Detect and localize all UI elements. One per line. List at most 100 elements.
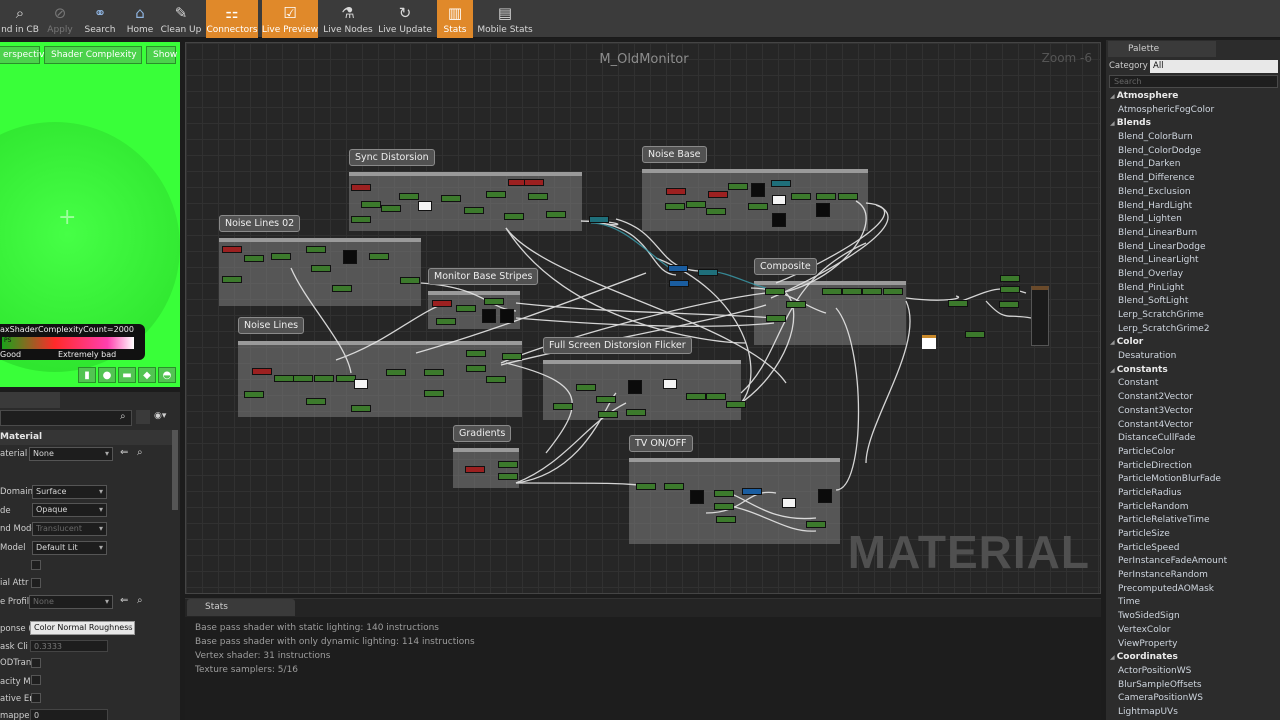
comment-tv-on-off[interactable]	[629, 458, 840, 544]
palette-item[interactable]: AtmosphericFogColor	[1118, 104, 1215, 115]
label-noise-base[interactable]: Noise Base	[642, 146, 707, 163]
graph-node[interactable]	[293, 375, 313, 382]
live-preview-button[interactable]: ☑Live Preview	[262, 0, 318, 38]
graph-node[interactable]	[596, 396, 616, 403]
palette-item[interactable]: ParticleMotionBlurFade	[1118, 474, 1221, 485]
graph-node[interactable]	[271, 253, 291, 260]
stats-tab[interactable]: Stats	[187, 599, 295, 616]
palette-item[interactable]: PerInstanceFadeAmount	[1118, 556, 1228, 567]
palette-item[interactable]: ParticleRadius	[1118, 487, 1182, 498]
view-options-icon[interactable]	[136, 410, 150, 424]
graph-node[interactable]	[369, 253, 389, 260]
graph-node[interactable]	[714, 490, 734, 497]
palette-category[interactable]: Coordinates	[1106, 651, 1280, 665]
palette-item[interactable]: ParticleDirection	[1118, 460, 1192, 471]
graph-node[interactable]	[498, 473, 518, 480]
graph-node[interactable]	[466, 365, 486, 372]
graph-node[interactable]	[351, 184, 371, 191]
palette-item[interactable]: Blend_SoftLight	[1118, 296, 1189, 307]
graph-node[interactable]	[222, 246, 242, 253]
material-result-node[interactable]	[1031, 286, 1049, 346]
graph-node[interactable]	[441, 195, 461, 202]
graph-node[interactable]	[883, 288, 903, 295]
two-sided-checkbox[interactable]	[31, 560, 41, 570]
palette-category[interactable]: Color	[1106, 336, 1280, 350]
tangent-space-checkbox[interactable]	[31, 578, 41, 588]
palette-item[interactable]: VertexColor	[1118, 624, 1171, 635]
palette-item[interactable]: ParticleColor	[1118, 446, 1175, 457]
details-scrollbar[interactable]	[172, 430, 178, 510]
graph-node[interactable]	[686, 393, 706, 400]
palette-category[interactable]: Blends	[1106, 117, 1280, 131]
graph-node[interactable]	[306, 398, 326, 405]
graph-node[interactable]	[500, 309, 514, 323]
palette-item[interactable]: CameraPositionWS	[1118, 693, 1203, 704]
graph-node[interactable]	[626, 409, 646, 416]
label-full-screen-distorsion-flicker[interactable]: Full Screen Distorsion Flicker	[543, 337, 692, 354]
graph-node[interactable]	[1000, 286, 1020, 293]
graph-node[interactable]	[498, 461, 518, 468]
palette-item[interactable]: LightmapUVs	[1118, 706, 1178, 717]
connectors-button[interactable]: ⚏Connectors	[206, 0, 258, 38]
relative-checkbox[interactable]	[31, 693, 41, 703]
show-button[interactable]: Show	[146, 46, 177, 64]
graph-node[interactable]	[748, 203, 768, 210]
palette-item[interactable]: Blend_Darken	[1118, 159, 1181, 170]
graph-node[interactable]	[791, 193, 811, 200]
graph-node[interactable]	[806, 521, 826, 528]
live-nodes-button[interactable]: ⚗Live Nodes	[322, 0, 374, 38]
graph-node[interactable]	[381, 205, 401, 212]
graph-node[interactable]	[771, 180, 791, 187]
graph-node[interactable]	[669, 280, 689, 287]
mapped-field[interactable]: 0	[30, 709, 108, 720]
graph-node[interactable]	[751, 183, 765, 197]
constant-node[interactable]	[922, 335, 936, 349]
parent-material-combo[interactable]: None	[29, 447, 113, 461]
graph-node[interactable]	[742, 488, 762, 495]
comment-gradients[interactable]	[453, 448, 519, 488]
palette-item[interactable]: Blend_Lighten	[1118, 214, 1182, 225]
palette-item[interactable]: Constant3Vector	[1118, 405, 1193, 416]
label-sync-distorsion[interactable]: Sync Distorsion	[349, 149, 435, 166]
graph-node[interactable]	[816, 203, 830, 217]
palette-item[interactable]: Blend_LinearBurn	[1118, 227, 1198, 238]
graph-node[interactable]	[244, 255, 264, 262]
palette-item[interactable]: ParticleRandom	[1118, 501, 1189, 512]
palette-item[interactable]: ActorPositionWS	[1118, 665, 1192, 676]
graph-node[interactable]	[386, 369, 406, 376]
graph-node[interactable]	[400, 277, 420, 284]
graph-node[interactable]	[728, 183, 748, 190]
graph-node[interactable]	[464, 207, 484, 214]
graph-node[interactable]	[314, 375, 334, 382]
arrow-left-icon[interactable]: ⇐	[120, 447, 129, 458]
material-section-header[interactable]: Material	[0, 430, 172, 445]
graph-node[interactable]	[690, 490, 704, 504]
graph-node[interactable]	[311, 265, 331, 272]
palette-item[interactable]: ParticleSize	[1118, 529, 1170, 539]
graph-node[interactable]	[504, 213, 524, 220]
label-monitor-base-stripes[interactable]: Monitor Base Stripes	[428, 268, 539, 285]
graph-node[interactable]	[553, 403, 573, 410]
graph-node[interactable]	[484, 298, 504, 305]
graph-node[interactable]	[589, 216, 609, 223]
graph-node[interactable]	[772, 213, 786, 227]
palette-item[interactable]: Constant4Vector	[1118, 419, 1193, 430]
material-domain-combo[interactable]: Surface	[32, 485, 107, 499]
teapot-icon[interactable]: ◓	[158, 367, 176, 383]
palette-item[interactable]: DistanceCullFade	[1118, 433, 1196, 444]
category-select[interactable]: All	[1150, 60, 1278, 73]
clean-up-button[interactable]: ✎Clean Up	[160, 0, 202, 38]
sphere-icon[interactable]: ●	[98, 367, 116, 383]
eye-icon[interactable]: ◉▾	[154, 411, 167, 421]
palette-item[interactable]: PerInstanceRandom	[1118, 570, 1208, 581]
graph-node[interactable]	[862, 288, 882, 295]
details-search-input[interactable]	[0, 410, 132, 426]
palette-item[interactable]: Constant	[1118, 378, 1159, 389]
cylinder-icon[interactable]: ▮	[78, 367, 96, 383]
graph-node[interactable]	[665, 203, 685, 210]
graph-node[interactable]	[765, 288, 785, 295]
graph-node[interactable]	[698, 269, 718, 276]
graph-node[interactable]	[436, 318, 456, 325]
palette-item[interactable]: Blend_Exclusion	[1118, 186, 1191, 197]
graph-node[interactable]	[842, 288, 862, 295]
